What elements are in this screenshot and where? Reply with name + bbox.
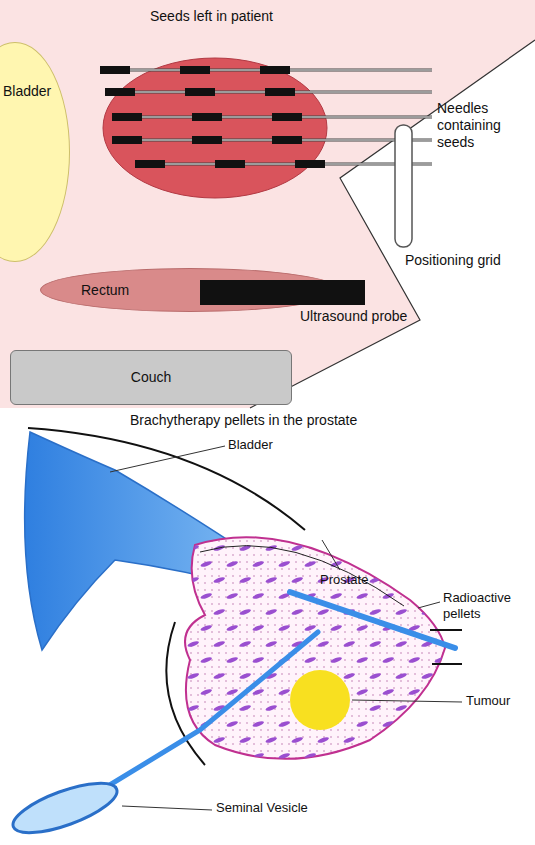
part-label: Seminal Vesicle <box>216 800 308 816</box>
ultrasound-probe <box>200 280 365 305</box>
prostate-shape <box>185 537 445 759</box>
urethra-exit <box>430 630 462 664</box>
body-outline <box>250 40 535 408</box>
node-label: Bladder <box>3 83 69 100</box>
part-label: Seeds left in patient <box>150 8 273 25</box>
prostate-outline <box>185 537 445 759</box>
part-label: Ultrasound probe <box>300 308 407 325</box>
figure-heading: Brachytherapy pellets in the prostate <box>130 412 357 429</box>
body-region <box>0 0 535 408</box>
part-label: Positioning grid <box>405 252 501 269</box>
positioning-grid <box>395 125 412 247</box>
needles <box>100 66 432 168</box>
pellets <box>187 544 447 760</box>
urethra <box>290 592 455 648</box>
leader-lines <box>110 446 462 810</box>
part-label: Needles containing seeds <box>437 100 531 150</box>
part-label: Bladder <box>228 437 273 453</box>
seminal-vesicle <box>8 773 123 843</box>
part-label: Prostate <box>320 572 368 588</box>
tumour <box>290 670 350 730</box>
couch-box: Couch <box>10 350 292 405</box>
node-label: Couch <box>11 369 291 386</box>
part-label: Tumour <box>466 693 510 709</box>
ejaculatory-duct <box>85 632 318 800</box>
part-label: Radioactive pellets <box>443 590 531 621</box>
prostate <box>103 58 327 198</box>
